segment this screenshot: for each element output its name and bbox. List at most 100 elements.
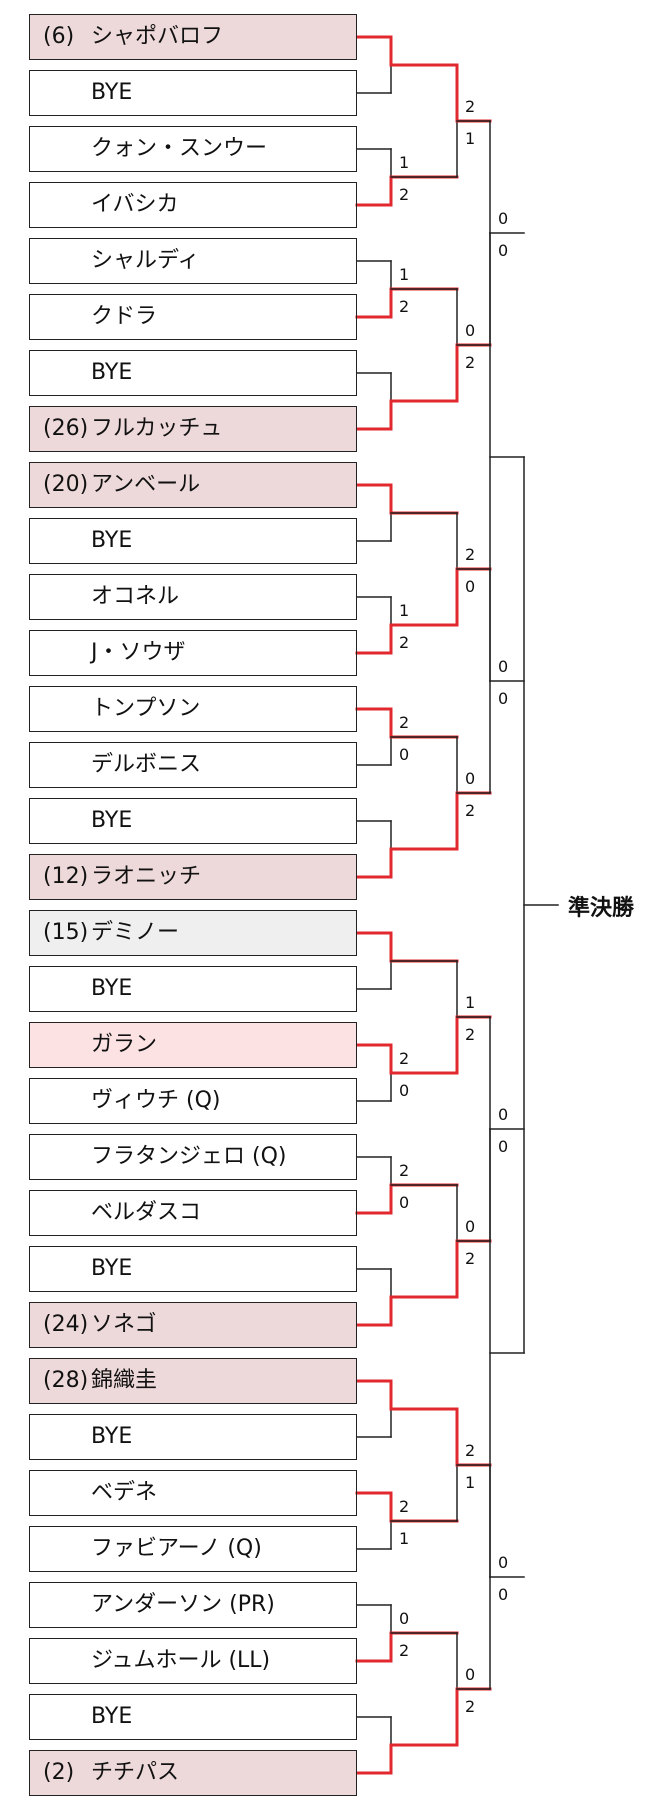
score-label: 2 xyxy=(465,1249,475,1268)
score-label: 2 xyxy=(399,1161,409,1180)
score-label: 2 xyxy=(465,1697,475,1716)
player-slot: J・ソウザ xyxy=(29,630,357,676)
player-name: デミノー xyxy=(91,920,180,945)
player-name: イバシカ xyxy=(91,192,179,217)
score-label: 1 xyxy=(465,1473,475,1492)
player-name: フラタンジェロ (Q) xyxy=(91,1144,287,1169)
player-slot: (15)デミノー xyxy=(29,910,357,956)
score-label: 0 xyxy=(399,1081,409,1100)
score-label: 2 xyxy=(399,185,409,204)
player-name: ラオニッチ xyxy=(91,864,202,889)
score-label: 2 xyxy=(465,1441,475,1460)
player-name: ベルダスコ xyxy=(91,1200,202,1225)
score-label: 0 xyxy=(399,1609,409,1628)
score-label: 1 xyxy=(399,601,409,620)
player-seed: (20) xyxy=(43,472,89,497)
player-slot: (12)ラオニッチ xyxy=(29,854,357,900)
player-seed: (15) xyxy=(43,920,89,945)
player-slot: BYE xyxy=(29,350,357,396)
score-label: 0 xyxy=(465,1665,475,1684)
player-seed: (12) xyxy=(43,864,89,889)
player-name: ガラン xyxy=(91,1032,158,1057)
score-label: 0 xyxy=(465,1217,475,1236)
player-slot: (2) チチパス xyxy=(29,1750,357,1796)
player-slot: (26)フルカッチュ xyxy=(29,406,357,452)
player-slot: ベルダスコ xyxy=(29,1190,357,1236)
score-label: 2 xyxy=(465,97,475,116)
score-label: 2 xyxy=(465,801,475,820)
score-label: 2 xyxy=(465,1025,475,1044)
score-label: 0 xyxy=(498,241,508,260)
player-name: BYE xyxy=(91,528,133,553)
player-slot: (28)錦織圭 xyxy=(29,1358,357,1404)
player-slot: BYE xyxy=(29,1694,357,1740)
player-slot: BYE xyxy=(29,798,357,844)
player-name: アンダーソン (PR) xyxy=(91,1592,275,1617)
score-label: 0 xyxy=(498,1137,508,1156)
score-label: 0 xyxy=(498,209,508,228)
player-seed: (2) xyxy=(43,1760,75,1785)
player-slot: ヴィウチ (Q) xyxy=(29,1078,357,1124)
score-label: 1 xyxy=(399,153,409,172)
player-name: クドラ xyxy=(91,304,158,329)
player-slot: デルボニス xyxy=(29,742,357,788)
player-name: BYE xyxy=(91,1256,133,1281)
player-name: オコネル xyxy=(91,584,180,609)
player-name: ベデネ xyxy=(91,1480,158,1505)
score-label: 0 xyxy=(498,1553,508,1572)
player-name: BYE xyxy=(91,976,133,1001)
player-name: BYE xyxy=(91,1704,133,1729)
score-label: 2 xyxy=(399,713,409,732)
player-name: BYE xyxy=(91,80,133,105)
player-slot: ガラン xyxy=(29,1022,357,1068)
score-label: 2 xyxy=(399,1641,409,1660)
player-slot: イバシカ xyxy=(29,182,357,228)
score-label: 2 xyxy=(399,1049,409,1068)
score-label: 2 xyxy=(465,353,475,372)
player-name: ソネゴ xyxy=(91,1312,157,1337)
player-slot: アンダーソン (PR) xyxy=(29,1582,357,1628)
score-label: 2 xyxy=(399,1497,409,1516)
player-name: BYE xyxy=(91,360,133,385)
player-name: 錦織圭 xyxy=(91,1368,158,1393)
player-slot: BYE xyxy=(29,1246,357,1292)
player-slot: ジュムホール (LL) xyxy=(29,1638,357,1684)
player-name: ヴィウチ (Q) xyxy=(91,1088,221,1113)
player-slot: ベデネ xyxy=(29,1470,357,1516)
score-label: 1 xyxy=(465,129,475,148)
score-label: 1 xyxy=(399,265,409,284)
player-slot: BYE xyxy=(29,518,357,564)
player-name: デルボニス xyxy=(91,752,202,777)
player-seed: (28) xyxy=(43,1368,89,1393)
player-slot: トンプソン xyxy=(29,686,357,732)
player-name: BYE xyxy=(91,808,133,833)
score-label: 0 xyxy=(399,1193,409,1212)
player-slot: BYE xyxy=(29,70,357,116)
score-label: 1 xyxy=(465,993,475,1012)
player-seed: (24) xyxy=(43,1312,89,1337)
round-title: 準決勝 xyxy=(568,896,635,921)
player-slot: (20)アンベール xyxy=(29,462,357,508)
score-label: 0 xyxy=(498,689,508,708)
score-label: 0 xyxy=(498,1585,508,1604)
player-slot: ファビアーノ (Q) xyxy=(29,1526,357,1572)
player-slot: BYE xyxy=(29,1414,357,1460)
player-name: ファビアーノ (Q) xyxy=(91,1536,262,1561)
player-slot: オコネル xyxy=(29,574,357,620)
player-slot: シャルディ xyxy=(29,238,357,284)
player-name: アンベール xyxy=(91,472,201,497)
score-label: 0 xyxy=(498,1105,508,1124)
player-name: フルカッチュ xyxy=(91,416,223,441)
score-label: 2 xyxy=(399,297,409,316)
player-slot: クォン・スンウー xyxy=(29,126,357,172)
player-name: J・ソウザ xyxy=(91,640,186,665)
score-label: 0 xyxy=(465,321,475,340)
player-seed: (26) xyxy=(43,416,89,441)
player-name: シャルディ xyxy=(91,248,200,273)
player-slot: (24)ソネゴ xyxy=(29,1302,357,1348)
player-name: チチパス xyxy=(91,1760,180,1785)
score-label: 2 xyxy=(465,545,475,564)
player-slot: BYE xyxy=(29,966,357,1012)
